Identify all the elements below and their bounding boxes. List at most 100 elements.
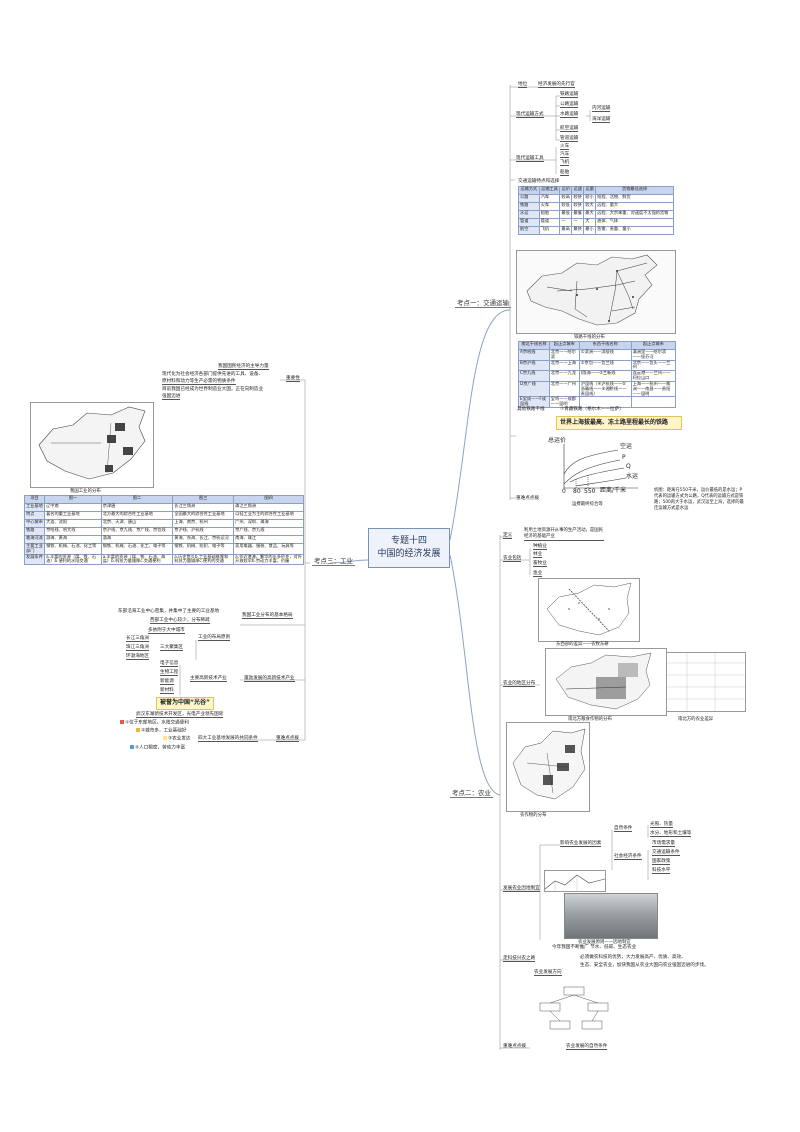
table-cell: E宝成——F成昆线 bbox=[518, 396, 550, 409]
mode-water: 水路运输 bbox=[560, 112, 579, 119]
north-south-diff-table bbox=[666, 652, 746, 712]
field-materials: 新材料 bbox=[160, 688, 174, 695]
layout-note-east: 东部沿海工业中心密集，并集中了主要的工业基地 bbox=[118, 609, 220, 614]
three-big-zones: 三大聚集区 bbox=[160, 645, 183, 652]
table-cell: (陇海——③兰新线 bbox=[578, 370, 632, 382]
condition-1: ①位于东部地区，水陆交通便利 bbox=[120, 720, 189, 726]
ind-desc1: 现代化为社会经济各部门提供先进的工具、设备、 bbox=[162, 372, 264, 377]
layout-label: 我国工业分布的基本格局 bbox=[242, 613, 293, 620]
ind-pillar: 我国国民经济的主导力量 bbox=[218, 364, 269, 371]
table-cell: 最高 bbox=[559, 226, 573, 235]
social-item-transport: 交通运输条件 bbox=[652, 850, 680, 857]
ind-desc2: 原材料和动力等生产必需的物质条件 bbox=[162, 379, 236, 386]
table-cell: 上海——杭州——株洲——南昌——贵阳——昆明 bbox=[630, 380, 677, 398]
ind-key-label: 重难点点拨 bbox=[276, 736, 299, 743]
graph-series-q: Q bbox=[626, 463, 631, 470]
industry-map-caption: 我国工业的分布 bbox=[70, 489, 101, 494]
graph-series-p: P bbox=[622, 454, 626, 461]
graph-caption: 运费最终综合等 bbox=[572, 502, 603, 507]
condition-marker-3 bbox=[163, 736, 167, 740]
grain-crop-map bbox=[545, 648, 667, 716]
crop-map-caption: 农作物的分布 bbox=[520, 813, 547, 818]
mode-pipeline: 管道运输 bbox=[560, 136, 579, 143]
direction-label: 农业发展方向 bbox=[534, 970, 562, 977]
graph-series-water: 水运 bbox=[626, 473, 639, 480]
table-cell: 北京——广州 bbox=[548, 380, 580, 398]
traffic-key-label: 重难点点拨 bbox=[516, 496, 539, 501]
condition-3: ③农业发达 bbox=[163, 736, 191, 742]
other-rail-label: 其他铁路干线 bbox=[517, 407, 545, 412]
hitech-label: 蓬勃发展的高新技术产业 bbox=[244, 676, 295, 683]
table-row: 公路汽车较高较快较小短程、活物、鲜货 bbox=[518, 194, 674, 203]
nature-item-water: 水分、地形和土壤等 bbox=[650, 831, 692, 838]
table-cell: 北京——九龙 bbox=[548, 370, 580, 382]
optical-valley-highlight: 被誉为中国“光谷” bbox=[156, 697, 214, 710]
table-cell: 连云港——兰州——阿拉山口 bbox=[630, 370, 677, 382]
table-cell: a.邻近港澳，繁华的水多侨乡，对外开放较早b.劳动力丰富、价廉 bbox=[233, 553, 304, 566]
ind-desc4: 强国迈进 bbox=[162, 394, 181, 401]
topic-agriculture[interactable]: 考点二：农业 bbox=[450, 789, 493, 799]
condition-4: ④人口稠密，劳动力丰富 bbox=[130, 745, 185, 751]
table-row: 临海河流渤海、黄海渤海黄海、东海、长江、京杭运河南海、珠江 bbox=[23, 535, 304, 544]
table-cell: 北京——哈尔滨 bbox=[548, 349, 580, 361]
social-item-policy: 国家政策 bbox=[652, 859, 671, 866]
graph-y-label: 总运价 bbox=[548, 437, 567, 444]
table-cell: a.丰富的资源（煤、铁、石油）b.便利的水陆交通 bbox=[44, 553, 102, 566]
ind-importance-label: 重要性 bbox=[286, 376, 300, 383]
other-rail-text: ⑦青藏铁路（格尔木——拉萨） bbox=[560, 407, 624, 412]
develop-label: 发展农业因地制宜 bbox=[503, 886, 540, 893]
traffic-modes-label: 现代运输方式 bbox=[516, 112, 544, 119]
table-row: 工业基地辽中南京津唐长江三角洲珠江三角洲 bbox=[23, 503, 304, 512]
table-row: 铁路火车较低较快较大远程、量大 bbox=[518, 202, 674, 211]
table-cell: ①滨洲——滨绥线 bbox=[578, 349, 632, 361]
table-cell: 最小 bbox=[583, 226, 597, 235]
table-cell: D京广线 bbox=[518, 380, 550, 398]
table-cell: 急需、贵重、量小 bbox=[595, 226, 674, 235]
layout-note-west: 西部工业中心较少，分布稀疏 bbox=[150, 618, 210, 625]
condition-3-text: ③农业发达 bbox=[168, 736, 191, 742]
agri-cat-planting: 种植业 bbox=[533, 544, 547, 551]
tech-label: 走科技兴农之路 bbox=[503, 956, 536, 963]
agri-key-caption: 农业发展的自然条件 bbox=[566, 1044, 608, 1051]
table-cell: a.历史悠久b.工业基础雄厚和科技力量雄厚c.便利的交通 bbox=[172, 553, 235, 566]
east-west-caption: 东西部的差异——农牧东耕 bbox=[556, 642, 609, 647]
table-cell bbox=[578, 396, 632, 409]
topic-industry[interactable]: 考点三：工业 bbox=[312, 557, 355, 567]
topic-traffic[interactable]: 考点一：交通运输 bbox=[455, 299, 511, 309]
tech-line-3: 生态、安全农业，加快我国从农业大国向农业强国迈进的步伐。 bbox=[580, 963, 709, 968]
nature-label: 自然条件 bbox=[614, 826, 633, 833]
agri-def-label: 定义 bbox=[503, 533, 513, 540]
graph-analysis-note: 析图：距离在550千米，运价最低的是水运；P代表的运输方式为公路，Q代表的运输方… bbox=[654, 488, 744, 511]
tool-ship: 船舶 bbox=[560, 170, 570, 177]
table-row: D京广线北京——广州沪昆线（④沪杭线——⑤浙赣线——⑥湘黔线——贵昆线）上海——… bbox=[518, 380, 677, 398]
agri-def-text: 利用土地资源开从事的生产活动，是国民经济的基础产业 bbox=[524, 528, 604, 541]
table-header-cell: 起止点城市 bbox=[548, 341, 580, 350]
condition-marker-2 bbox=[136, 728, 140, 732]
table-cell: a.丰富的资源（煤、铁、石油、海盐）b.科技力量雄厚c.交通便利 bbox=[100, 553, 174, 566]
table-cell: 最快 bbox=[571, 226, 585, 235]
field-energy: 新能源 bbox=[160, 679, 174, 686]
graph-x-label: 距离/千米 bbox=[600, 487, 627, 494]
table-row: 铁路京哈线、哈大线京沪线、京九线、京广线、京包线京沪线、沪杭线京广线、京九线 bbox=[23, 527, 304, 536]
table-row: C京九线北京——九龙(陇海——③兰新线连云港——兰州——阿拉山口 bbox=[518, 370, 677, 382]
social-item-tech: 科技水平 bbox=[652, 868, 671, 875]
hitech-area-yangtze: 长江三角洲 bbox=[126, 636, 149, 643]
table-cell: 钢铁、机械、纺织、电子等 bbox=[172, 543, 235, 555]
tech-line-1: 今年我国不断推广 节水、低碳、生态农业 bbox=[552, 945, 637, 950]
traffic-tools-label: 现代运输工具 bbox=[516, 156, 544, 163]
table-cell: 主要工业部门 bbox=[23, 543, 46, 555]
table-cell: 航空 bbox=[518, 226, 540, 235]
central-topic[interactable]: 专题十四 中国的经济发展 bbox=[368, 528, 450, 568]
nature-item-light: 光照、热量 bbox=[650, 822, 673, 829]
tool-plane: 飞机 bbox=[560, 160, 570, 167]
table-cell: C京九线 bbox=[518, 370, 550, 382]
table-header-row: 项目图一图二图三图四 bbox=[23, 495, 304, 504]
photo-caption: 农业发展原则——因地制宜 bbox=[578, 940, 631, 945]
table-cell: 南海、珠江 bbox=[233, 535, 304, 544]
central-topic-line2: 中国的经济发展 bbox=[377, 549, 441, 559]
table-header-row: 南北干线名称起止点城市东西干线名称起止点城市 bbox=[518, 341, 677, 350]
mode-air: 航空运输 bbox=[560, 126, 579, 133]
table-cell: 飞机 bbox=[538, 226, 561, 235]
graph-tick-80: 80 bbox=[573, 488, 581, 495]
